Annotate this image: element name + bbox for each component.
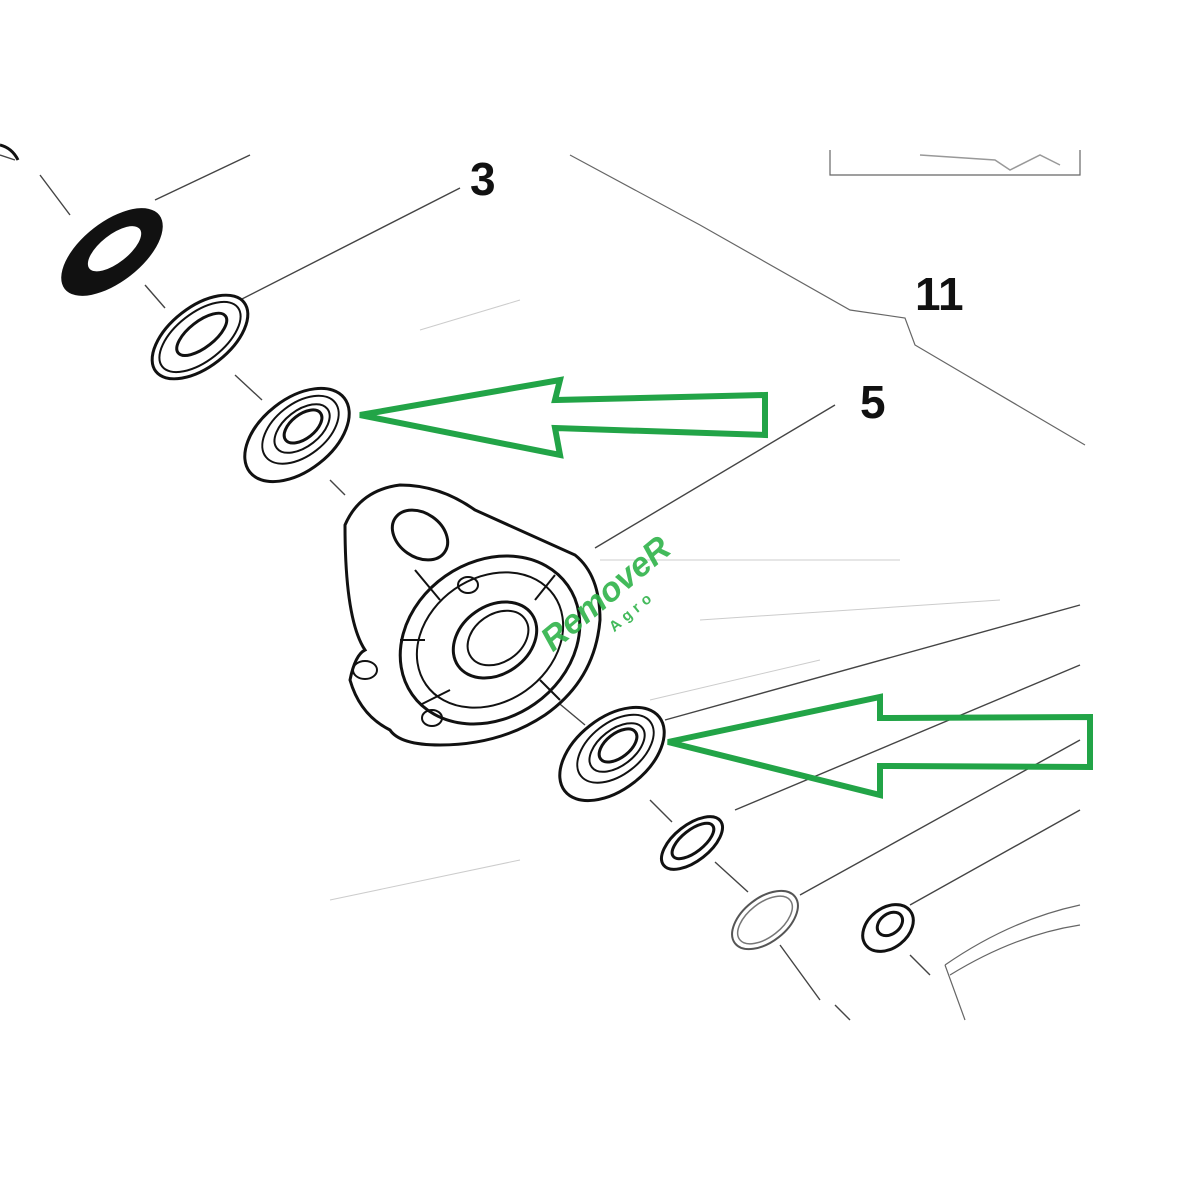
faint-background-lines	[329, 299, 1001, 901]
highlight-arrow-lower	[667, 693, 1093, 799]
housing-outline	[569, 150, 1086, 1021]
bearing-upper	[243, 386, 351, 484]
partial-part-top-left	[0, 143, 20, 161]
callout-11: 11	[915, 268, 964, 320]
seal-ring-top	[61, 208, 163, 296]
circlip	[731, 889, 799, 951]
nut	[861, 903, 915, 953]
bearing-lower	[558, 705, 666, 803]
callout-5: 5	[860, 376, 886, 428]
highlight-arrow-upper	[359, 376, 768, 459]
hub-housing-part-5	[343, 483, 602, 747]
seal-ring-lower	[660, 815, 724, 871]
callout-3: 3	[470, 153, 496, 205]
seal-ring-part-3	[150, 293, 250, 381]
